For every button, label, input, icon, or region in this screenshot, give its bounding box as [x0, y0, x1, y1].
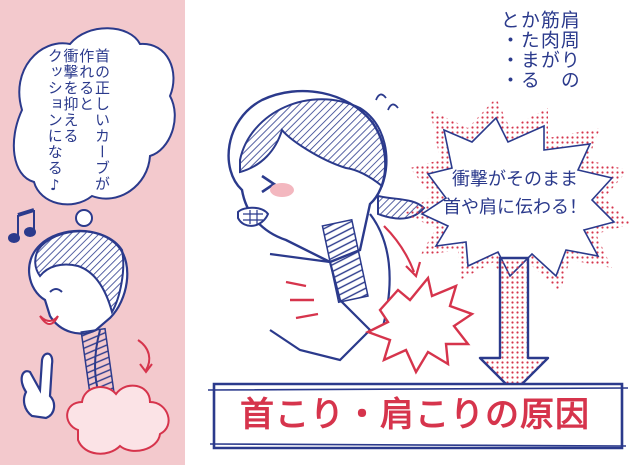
girl-left — [27, 229, 129, 406]
impact-speech-bubble — [404, 98, 632, 292]
banner — [207, 382, 629, 450]
girl-right — [227, 89, 426, 362]
thought-bubble — [12, 27, 176, 206]
banner-text: 首こり・肩こりの原因に!! — [240, 395, 590, 465]
music-note-icon — [8, 208, 36, 243]
left-bubble-text: 首の正しいカーブが 作れると 衝撃を抑える クッションになる♪ — [45, 48, 111, 195]
impact-text-line-2: 首や肩に伝わる！ — [443, 196, 587, 218]
impact-text: 衝撃がそのまま 首や肩に伝わる！ — [410, 166, 620, 222]
impact-text-line-1: 衝撃がそのまま — [452, 169, 578, 190]
impact-burst — [285, 225, 475, 375]
down-arrow — [478, 256, 550, 394]
thought-bubble-dot — [75, 209, 93, 227]
cushion-cloud — [66, 339, 170, 455]
peace-sign-hand — [20, 352, 56, 420]
top-caption: 肩周りの 筋肉が かたまる と・・・ — [497, 10, 580, 90]
